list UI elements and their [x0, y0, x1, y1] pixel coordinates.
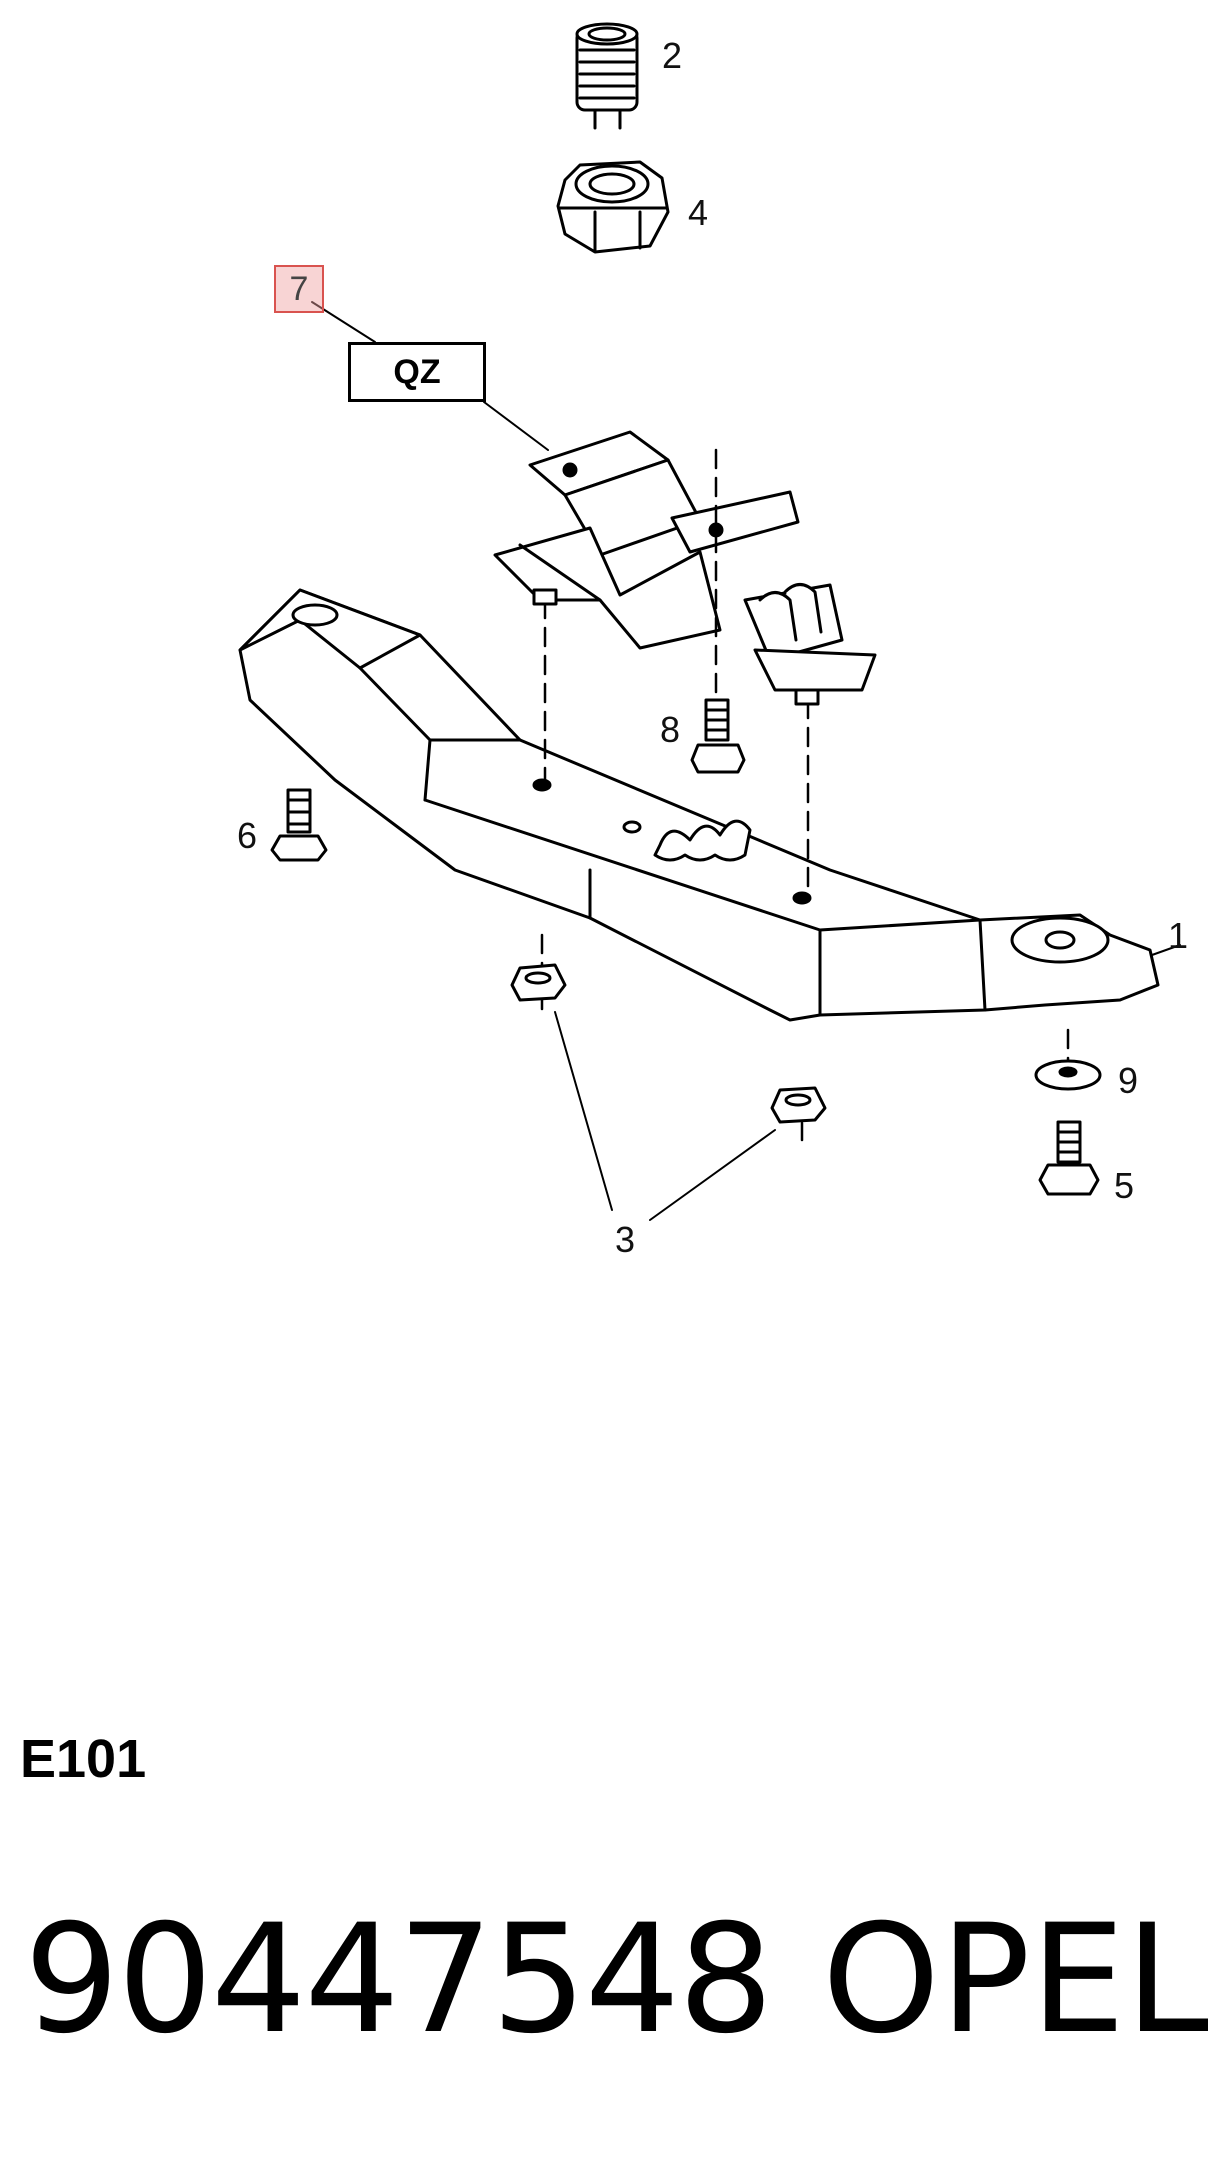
callout-7-highlighted[interactable]: 7 [274, 265, 324, 313]
hex-nut-part [556, 160, 670, 254]
callout-4: 4 [688, 192, 709, 233]
bolt-part-8 [690, 698, 746, 774]
qz-code-box: QZ [348, 342, 486, 402]
threaded-insert-part [575, 22, 639, 130]
callout-8: 8 [660, 709, 681, 750]
section-code: E101 [20, 1729, 147, 1789]
brand-name: OPEL [822, 1893, 1208, 2067]
callout-6: 6 [237, 815, 258, 856]
exploded-parts-diagram [238, 22, 1181, 1221]
bracket-bolts [532, 588, 820, 706]
bolt-part-6 [270, 788, 328, 862]
callout-9: 9 [1118, 1060, 1139, 1101]
crossmember-part [238, 588, 1160, 1022]
callout-5: 5 [1114, 1165, 1135, 1206]
washer-part [1034, 1059, 1102, 1091]
part-number: 90447548 [24, 1893, 773, 2067]
bolt-part-5 [1038, 1120, 1100, 1196]
mounting-bracket-part [493, 430, 877, 692]
nut-parts-3 [510, 963, 827, 1124]
callout-3: 3 [615, 1219, 636, 1260]
callout-2: 2 [662, 35, 683, 76]
callout-1: 1 [1168, 915, 1189, 956]
